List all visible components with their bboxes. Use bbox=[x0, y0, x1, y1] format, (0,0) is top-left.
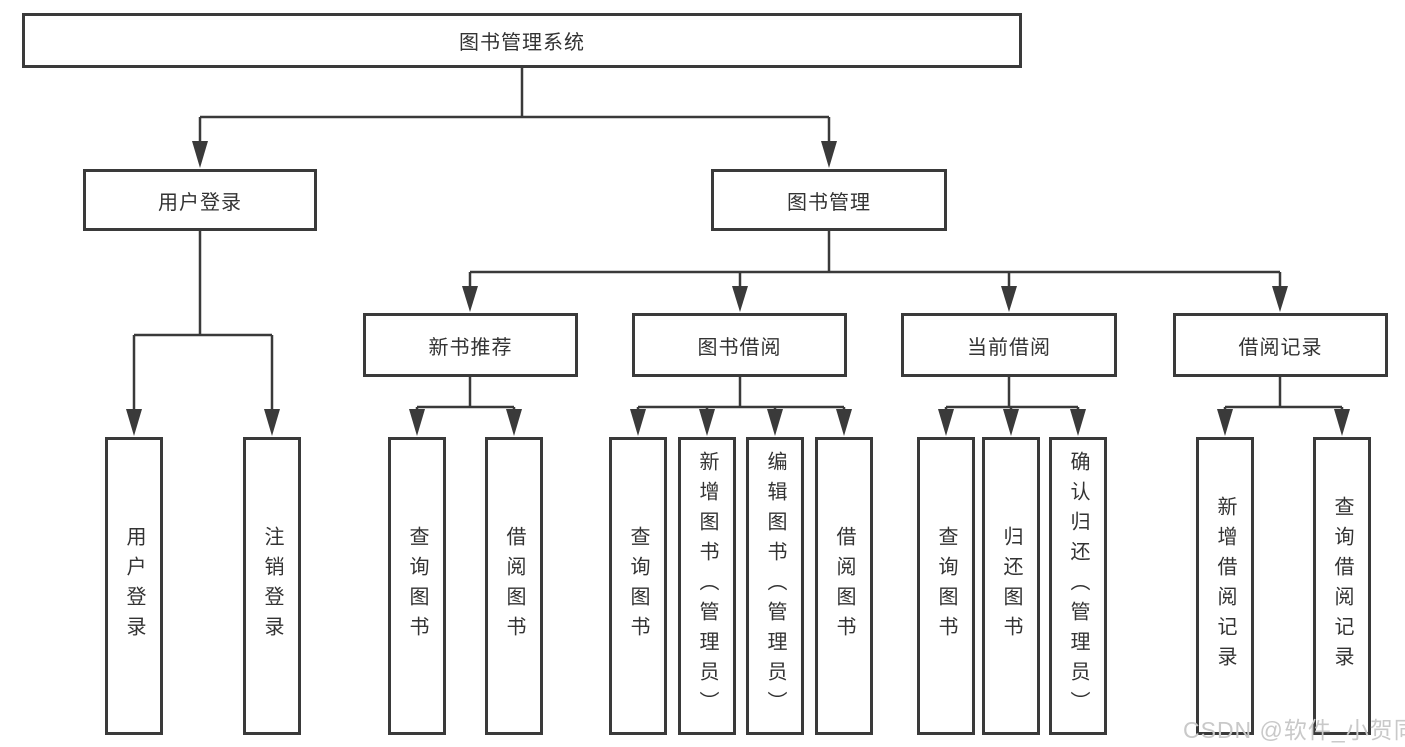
node-new-book-recommend: 新书推荐 bbox=[363, 313, 578, 377]
csdn-watermark: CSDN @软件_小贺同学 bbox=[1183, 717, 1405, 743]
node-book-borrow: 图书借阅 bbox=[632, 313, 847, 377]
arrowheads bbox=[126, 141, 1350, 436]
leaf-confirm-return-admin: 确认归还（管理员） bbox=[1049, 437, 1107, 735]
leaf-return-books: 归还图书 bbox=[982, 437, 1040, 735]
node-book-management: 图书管理 bbox=[711, 169, 947, 231]
leaf-query-books-current: 查询图书 bbox=[917, 437, 975, 735]
node-user-login: 用户登录 bbox=[83, 169, 317, 231]
leaf-query-books-recommend: 查询图书 bbox=[388, 437, 446, 735]
leaf-query-borrow-record: 查询借阅记录 bbox=[1313, 437, 1371, 735]
leaf-add-borrow-record: 新增借阅记录 bbox=[1196, 437, 1254, 735]
node-root: 图书管理系统 bbox=[22, 13, 1022, 68]
leaf-user-login: 用户登录 bbox=[105, 437, 163, 735]
leaf-edit-books-admin: 编辑图书（管理员） bbox=[746, 437, 804, 735]
leaf-borrow-books-recommend: 借阅图书 bbox=[485, 437, 543, 735]
node-current-borrow: 当前借阅 bbox=[901, 313, 1117, 377]
node-borrow-records: 借阅记录 bbox=[1173, 313, 1388, 377]
leaf-query-books-borrow: 查询图书 bbox=[609, 437, 667, 735]
leaf-borrow-books: 借阅图书 bbox=[815, 437, 873, 735]
leaf-add-books-admin: 新增图书（管理员） bbox=[678, 437, 736, 735]
leaf-logout: 注销登录 bbox=[243, 437, 301, 735]
